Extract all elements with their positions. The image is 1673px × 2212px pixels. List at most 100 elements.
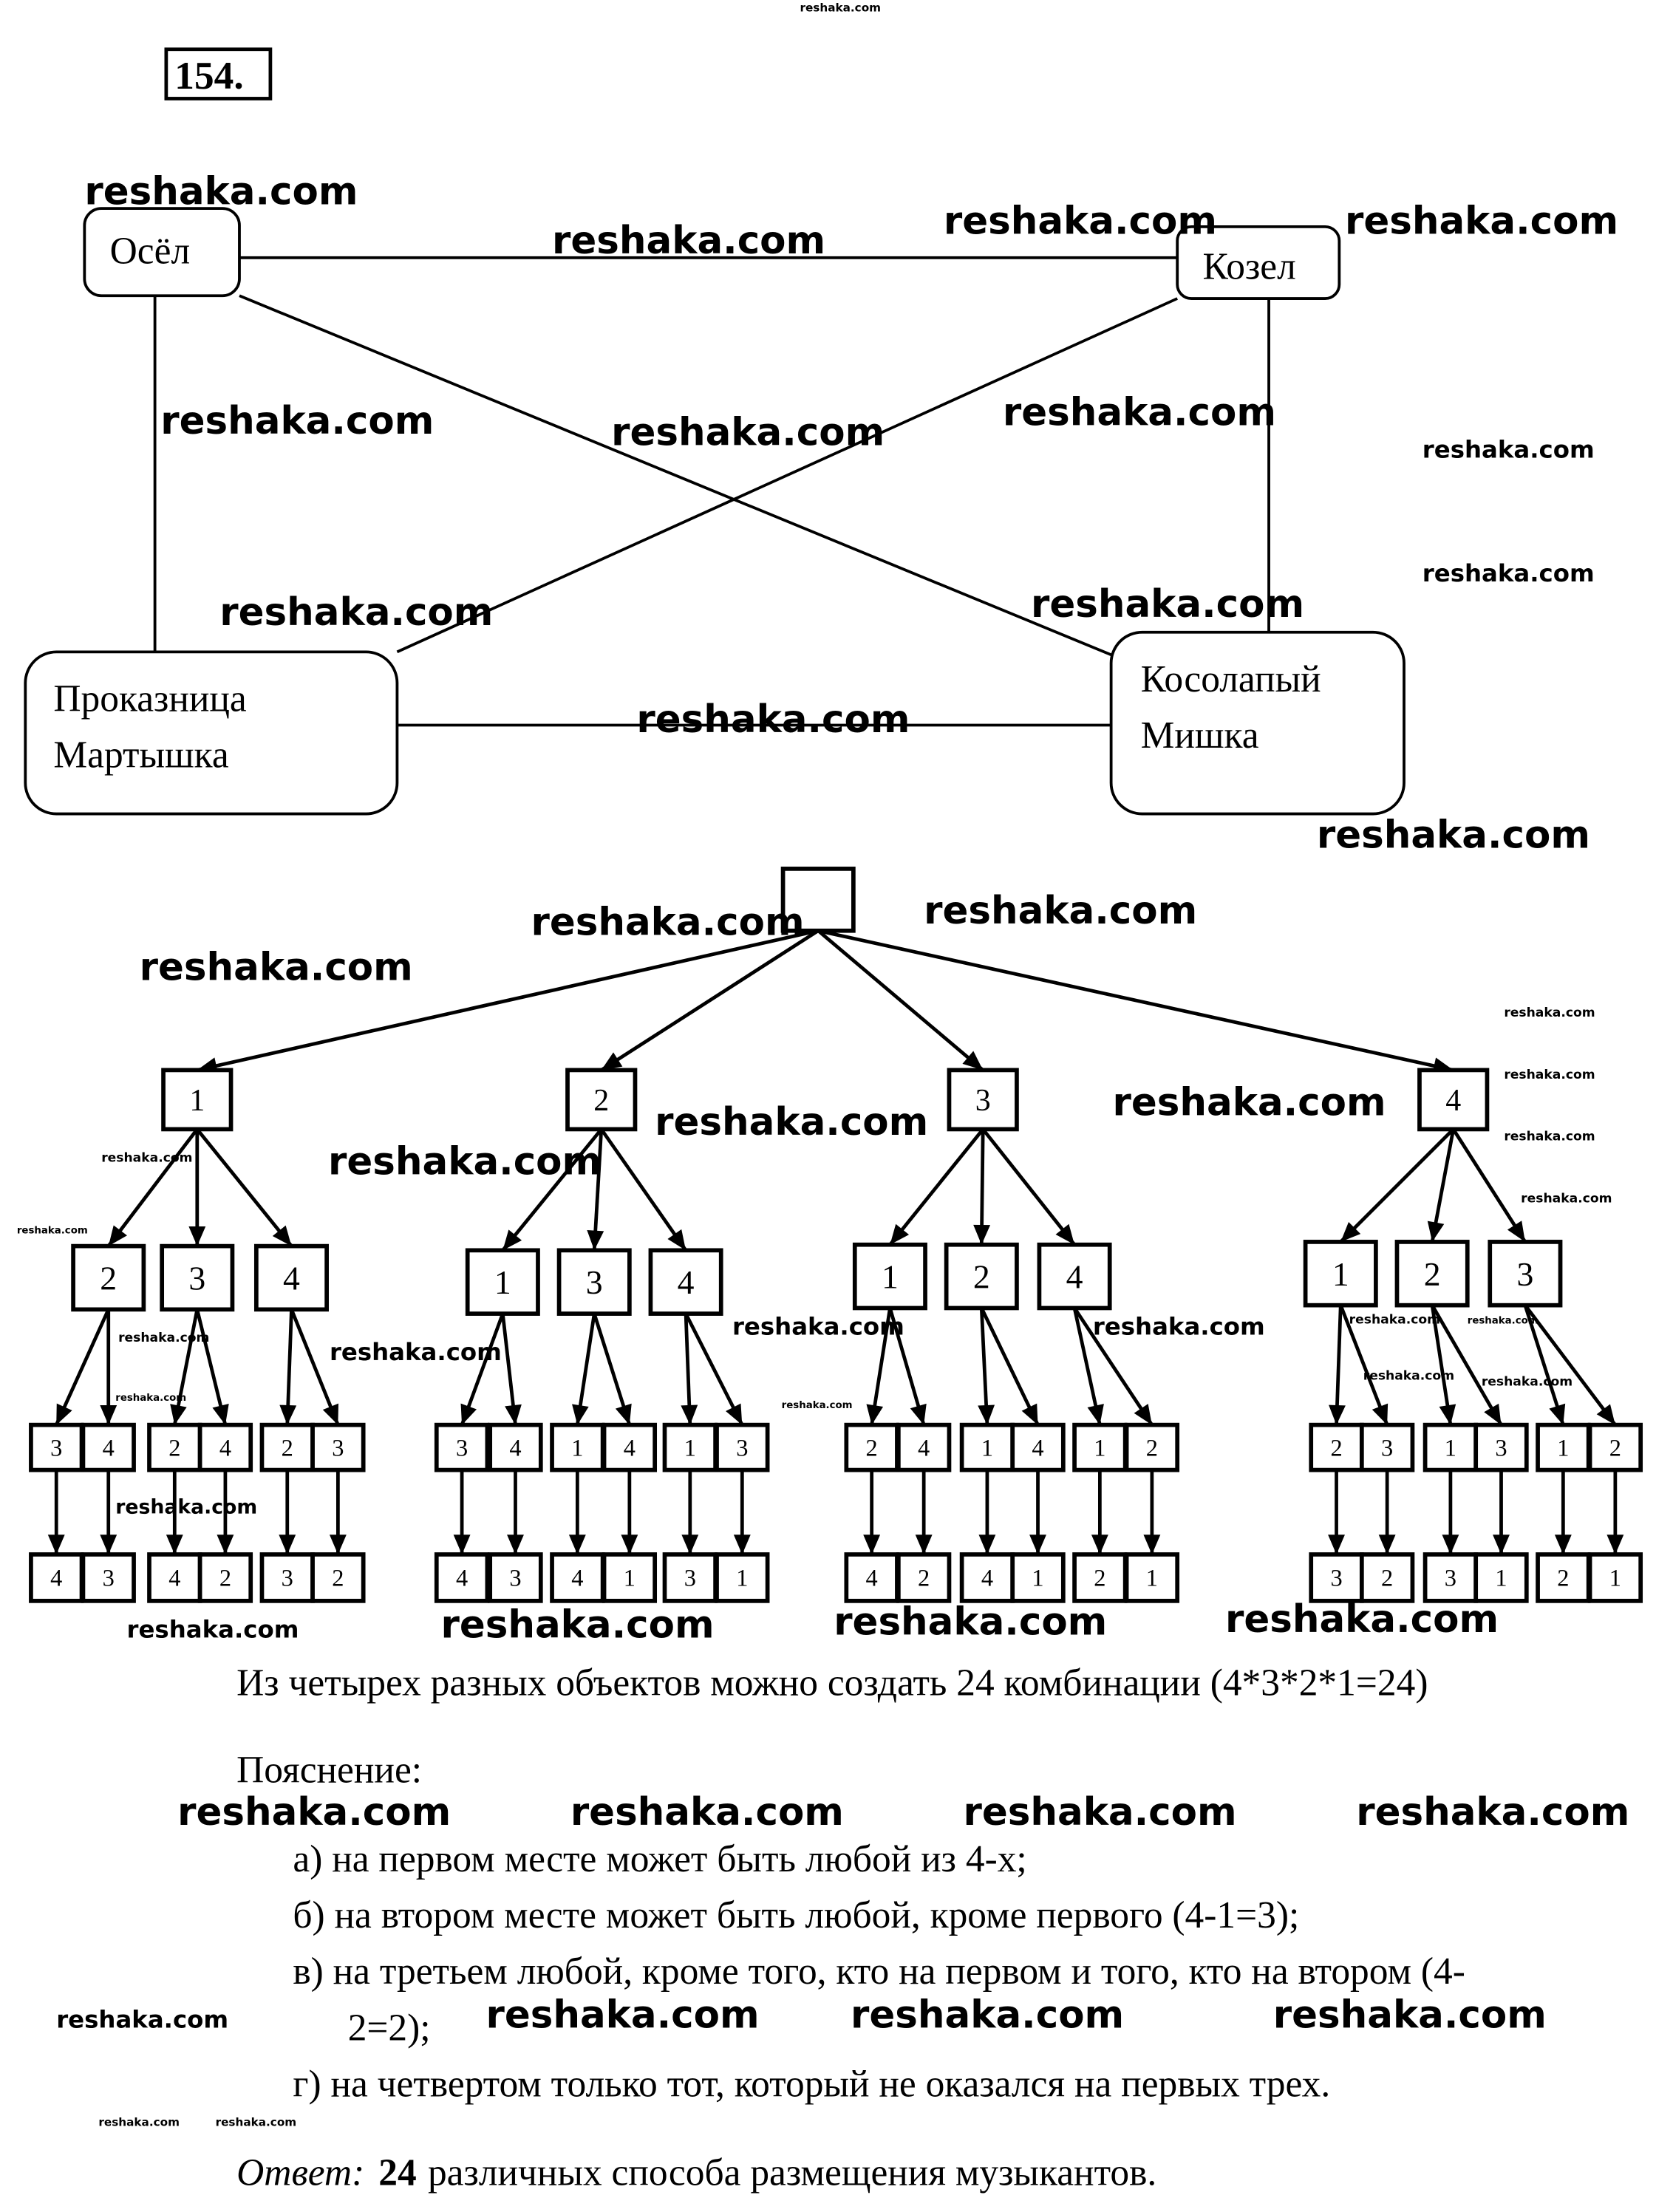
tree-box-label: 3: [736, 1435, 748, 1461]
tree-box: [1394, 1240, 1470, 1308]
arrowhead-icon: [1021, 1403, 1038, 1425]
watermark-text: reshaka.com: [84, 169, 358, 214]
tree-box-label: 2: [219, 1566, 231, 1592]
tree-leaf-node: 4: [434, 1552, 490, 1603]
arrowhead-icon: [726, 1403, 743, 1425]
arrowhead-icon: [100, 1404, 117, 1425]
tree-box-label: 4: [624, 1435, 636, 1461]
answer-label: Ответ:: [236, 2152, 364, 2194]
tree-arrow: [501, 1127, 603, 1252]
tree-box-label: 1: [494, 1263, 511, 1301]
tree-leaf-node: 2: [310, 1552, 366, 1603]
tree-box: [947, 1068, 1019, 1132]
tree-box: [147, 1552, 202, 1603]
arrowhead-icon: [915, 1535, 933, 1554]
tree-box-label: 2: [593, 1084, 609, 1118]
arrowhead-icon: [910, 1403, 927, 1425]
tree-box-label: 3: [50, 1435, 62, 1461]
tree-arrow: [1523, 1304, 1565, 1426]
tree-leaf-node: 1: [1010, 1552, 1066, 1603]
watermark-text: reshaka.com: [732, 1313, 904, 1341]
tree-box-label: 1: [1557, 1435, 1569, 1461]
tree-box-label: 1: [1495, 1566, 1507, 1592]
tree-box-label: 1: [1332, 1255, 1349, 1293]
tree-box-label: 3: [332, 1435, 344, 1461]
arrowhead-icon: [329, 1535, 347, 1554]
tree-box: [1124, 1552, 1180, 1603]
arrowhead-icon: [1554, 1535, 1572, 1554]
tree-box-label: 4: [866, 1566, 878, 1592]
tree-box: [1417, 1068, 1490, 1132]
watermark-text: reshaka.com: [328, 1139, 602, 1184]
arrowhead-icon: [667, 1229, 686, 1251]
tree-box-label: 2: [1381, 1566, 1393, 1592]
arrowhead-icon: [973, 1224, 991, 1245]
tree-box: [944, 1242, 1019, 1311]
tree-box-label: 2: [100, 1260, 117, 1297]
watermark-text: reshaka.com: [834, 1600, 1107, 1645]
watermark-text: reshaka.com: [101, 1150, 192, 1165]
arrowhead-icon: [962, 1051, 984, 1071]
graph-edges: [153, 256, 1270, 727]
problem-number-box: [164, 47, 273, 100]
arrowhead-icon: [621, 1535, 638, 1554]
watermark-text: reshaka.com: [1113, 1080, 1386, 1124]
tree-box-label: 4: [219, 1435, 231, 1461]
watermark-text: reshaka.com: [924, 889, 1197, 933]
tree-leaf-node: 1: [1124, 1552, 1180, 1603]
tree-level3-node: 1: [959, 1422, 1015, 1472]
tree-arrow: [460, 1313, 505, 1426]
arrowhead-icon: [681, 1404, 698, 1425]
tree-arrow: [888, 1127, 985, 1246]
tree-box-label: 4: [918, 1435, 930, 1461]
tree-box: [1587, 1552, 1643, 1603]
arrowhead-icon: [1329, 1404, 1346, 1425]
watermark-text: reshaka.com: [1422, 559, 1595, 587]
tree-box: [161, 1068, 234, 1132]
arrowhead-icon: [1328, 1535, 1345, 1554]
tree-leaf-node: 2: [896, 1552, 952, 1603]
watermark-text: reshaka.com: [782, 1400, 853, 1411]
tree-arrow: [195, 1308, 228, 1426]
watermark-text: reshaka.com: [1363, 1369, 1454, 1384]
tree-box: [1359, 1552, 1415, 1603]
tree-leaf-node: 2: [1359, 1552, 1415, 1603]
tree-arrow: [888, 1307, 926, 1426]
tree-level3-node: 1: [662, 1422, 718, 1472]
tree-arrow: [1430, 1305, 1453, 1426]
arrowhead-icon: [272, 1225, 292, 1246]
tree-level2-node: 3: [556, 1248, 632, 1316]
watermark-text: reshaka.com: [1273, 1993, 1547, 2037]
watermark-text: reshaka.com: [115, 1393, 186, 1404]
tree-box: [550, 1552, 605, 1603]
watermark-text: reshaka.com: [98, 2116, 180, 2129]
arrowhead-icon: [217, 1535, 234, 1554]
tree-box: [434, 1552, 490, 1603]
tree-leaf-node: 3: [259, 1552, 315, 1603]
watermark-text: reshaka.com: [1003, 391, 1276, 435]
tree-box-label: 3: [1495, 1435, 1507, 1461]
tree-arrow: [817, 929, 984, 1072]
answer-rest: различных способа размещения музыкантов.: [428, 2152, 1156, 2194]
watermark-text: reshaka.com: [1521, 1192, 1612, 1206]
watermark-text: reshaka.com: [56, 2005, 228, 2033]
tree-level1-node: 3: [947, 1068, 1019, 1132]
arrowhead-icon: [1340, 1221, 1361, 1242]
arrowhead-icon: [322, 1403, 339, 1425]
arrowhead-icon: [866, 1404, 884, 1425]
arrowhead-icon: [279, 1404, 297, 1425]
explanation-item-v-cont: 2=2);: [348, 2007, 431, 2049]
tree-level2-node: 3: [1488, 1240, 1563, 1308]
tree-level3-node: 4: [602, 1422, 658, 1472]
tree-box-label: 4: [103, 1435, 115, 1461]
tree-arrow: [684, 1313, 744, 1426]
tree-level3-node: 4: [488, 1422, 543, 1472]
tree-box-label: 2: [1609, 1435, 1621, 1461]
tree-box-label: 2: [973, 1258, 990, 1296]
watermark-text: reshaka.com: [570, 1790, 844, 1834]
tree-level3-node: 3: [29, 1422, 84, 1472]
tree-level1-node: 1: [161, 1068, 234, 1132]
tree-box-label: 2: [168, 1435, 180, 1461]
tree-box-label: 3: [1381, 1435, 1393, 1461]
tree-level3-node: 3: [310, 1422, 366, 1472]
